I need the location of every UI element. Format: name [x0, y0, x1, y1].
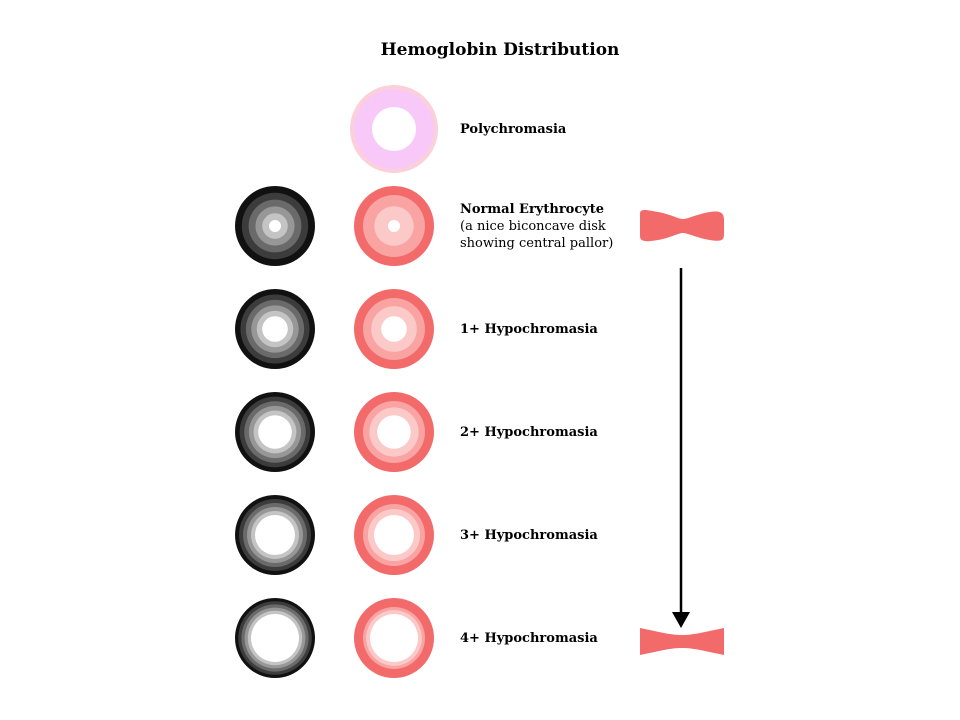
colored-cell [354, 186, 434, 266]
gray-pallor [269, 220, 281, 232]
grayscale-cell [235, 392, 315, 472]
biconcave-side-view [640, 210, 724, 242]
thin-disk-side-view [640, 628, 724, 655]
row-label: Normal Erythrocyte [460, 202, 604, 217]
row-polychromasia: Polychromasia [350, 85, 567, 173]
colored-cell [354, 495, 434, 575]
row-hypo-2: 2+ Hypochromasia [235, 392, 598, 472]
row-label: Polychromasia [460, 122, 567, 137]
central-pallor [374, 515, 414, 555]
colored-cell [354, 289, 434, 369]
colored-cell [354, 392, 434, 472]
diagram-title: Hemoglobin Distribution [381, 40, 620, 60]
row-normal: Normal Erythrocyte (a nice biconcave disk… [235, 186, 613, 266]
central-pallor [377, 415, 411, 449]
grayscale-cell [235, 289, 315, 369]
row-label: 2+ Hypochromasia [460, 425, 598, 440]
row-label: 1+ Hypochromasia [460, 322, 598, 337]
side-view-column [640, 210, 724, 655]
gray-pallor [251, 614, 299, 662]
central-pallor [381, 316, 407, 342]
central-pallor [370, 614, 418, 662]
gray-pallor [255, 515, 295, 555]
row-label: 3+ Hypochromasia [460, 528, 598, 543]
row-sublabel: (a nice biconcave disk [460, 219, 606, 234]
central-pallor [372, 107, 416, 151]
arrow-down-icon [672, 612, 690, 628]
gray-pallor [262, 316, 288, 342]
central-pallor [388, 220, 400, 232]
row-hypo-3: 3+ Hypochromasia [235, 495, 598, 575]
row-hypo-1: 1+ Hypochromasia [235, 289, 598, 369]
colored-cell [354, 598, 434, 678]
grayscale-cell [235, 186, 315, 266]
row-hypo-4: 4+ Hypochromasia [235, 598, 598, 678]
colored-cell [350, 85, 438, 173]
row-label: 4+ Hypochromasia [460, 631, 598, 646]
row-sublabel: showing central pallor) [460, 236, 613, 251]
grayscale-cell [235, 598, 315, 678]
gray-pallor [258, 415, 292, 449]
grayscale-cell [235, 495, 315, 575]
